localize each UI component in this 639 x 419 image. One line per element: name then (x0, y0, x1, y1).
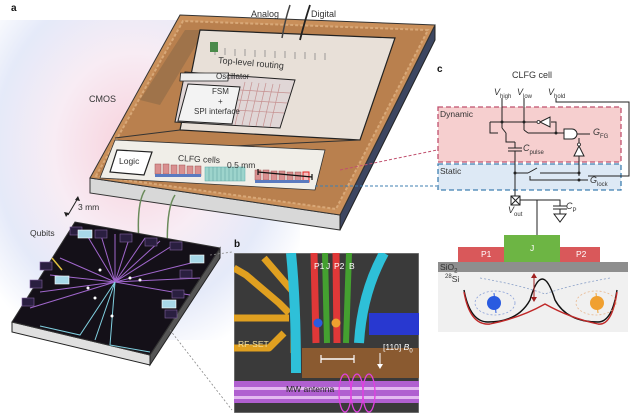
gate-j-label: J (530, 243, 535, 253)
si-text: Si (451, 274, 460, 284)
dynamic-region (437, 106, 622, 163)
gate-p2-block (552, 247, 600, 262)
potential-curve-high (463, 278, 618, 323)
v-high-label: Vhigh (494, 87, 511, 100)
c-pulse-subscript: pulse (529, 149, 544, 156)
gate-p1-block (458, 247, 504, 262)
logic-block (109, 149, 153, 176)
gate-b (343, 253, 352, 344)
g-lock-subscript: lock (597, 181, 608, 188)
v-out-symbol: V (508, 205, 515, 215)
v-high-subscript: high (500, 93, 512, 100)
c-pulse-symbol: C (523, 143, 530, 153)
sio2-layer (438, 262, 628, 272)
gate-label-p2: P2 (334, 261, 345, 271)
v-high-symbol: V (494, 87, 501, 97)
v-out-label: Vout (508, 205, 522, 218)
blue-lead (369, 313, 419, 335)
v-hold-subscript: hold (554, 93, 566, 100)
panel-b-sem-image (234, 253, 419, 413)
c-p-symbol: C (566, 201, 573, 211)
gate-label-p1: P1 (314, 261, 325, 271)
panel-a-label: a (11, 3, 17, 14)
mw-field-loops (338, 373, 376, 413)
clfg-cell-title: CLFG cell (512, 70, 553, 80)
reservoir-gate (302, 348, 419, 378)
si28-superscript: 28 (445, 274, 452, 281)
inverter-icon (573, 144, 585, 157)
scale-3mm-label: 3 mm (78, 202, 100, 212)
sio2-label: SiO2 (440, 262, 458, 275)
clfg-cells-label: CLFG cells (177, 152, 221, 166)
v-hold-label: Vhold (548, 87, 565, 100)
fsm-spi-block (177, 83, 241, 125)
v-hold-symbol: V (548, 87, 555, 97)
gate-p1-label: P1 (481, 249, 492, 259)
digital-label: Digital (311, 9, 337, 19)
spin-blue (313, 318, 323, 328)
c-p-label: CP (566, 201, 577, 214)
field-direction-label: [110] B0 (383, 342, 413, 355)
field-direction: [110] (383, 342, 402, 352)
c-p-subscript: P (572, 207, 577, 214)
analog-label: Analog (251, 9, 280, 19)
inverter-icon (538, 116, 551, 128)
gate-j-block (504, 235, 560, 262)
cmos-label: CMOS (89, 94, 116, 104)
v-low-label: Vlow (517, 87, 532, 100)
qubit-chip-top-face (11, 221, 221, 356)
fsm-label: FSM (212, 87, 229, 96)
clfg-cells-array (154, 163, 310, 183)
analog-wire (281, 4, 291, 39)
scale-bar-0.5mm (257, 171, 313, 178)
sio2-subscript: 2 (454, 268, 458, 275)
panel-a-illustration (11, 4, 438, 411)
digital-wire (299, 4, 311, 41)
field-symbol: B (403, 342, 410, 352)
scale-0.5mm-label: 0.5 mm (227, 160, 256, 170)
cyan-gate-right (354, 253, 389, 344)
cyan-gate-left (286, 253, 301, 374)
mw-antenna-label: MW antenna (286, 384, 335, 394)
v-low-subscript: low (523, 93, 533, 100)
gate-j (322, 253, 330, 344)
gate-label-j: J (326, 261, 331, 271)
gate-p1 (310, 253, 320, 344)
panel-b-label: b (234, 239, 241, 250)
g-lock-label: Glock (590, 175, 608, 188)
sio2-text: SiO (440, 262, 455, 272)
spin-blue (487, 296, 501, 310)
v-low-symbol: V (517, 87, 524, 97)
dynamic-label: Dynamic (440, 109, 474, 119)
spin-orange (331, 318, 341, 328)
panel-c-circuit (437, 98, 630, 332)
spi-interface-label: SPI interface (194, 107, 240, 116)
fsm-plus-label: + (218, 97, 223, 106)
static-label: Static (440, 166, 462, 176)
si28-label: 28Si (445, 274, 459, 284)
panel-c-label: c (437, 64, 443, 75)
g-fg-subscript: FG (600, 133, 609, 140)
g-fg-label: GFG (593, 127, 608, 140)
circuit-wires (489, 98, 630, 235)
v-out-subscript: out (514, 211, 523, 218)
qubits-label: Qubits (30, 228, 55, 238)
qubit-fanout-lines (29, 231, 201, 309)
rf-set-label: RF-SET (238, 339, 269, 349)
gate-p2 (332, 253, 341, 344)
oscillator-block (179, 72, 230, 82)
field-subscript: 0 (409, 348, 413, 355)
c-pulse-label: Cpulse (523, 143, 544, 156)
gate-p2-label: P2 (576, 249, 587, 259)
scale-arrow-3mm (67, 197, 79, 216)
g-lock-symbol: G (590, 175, 598, 185)
logic-label: Logic (119, 156, 140, 166)
oscillator-label: Oscillator (216, 72, 250, 81)
g-fg-symbol: G (593, 127, 601, 137)
potential-curve-low (463, 291, 618, 325)
gate-label-b: B (349, 261, 355, 271)
